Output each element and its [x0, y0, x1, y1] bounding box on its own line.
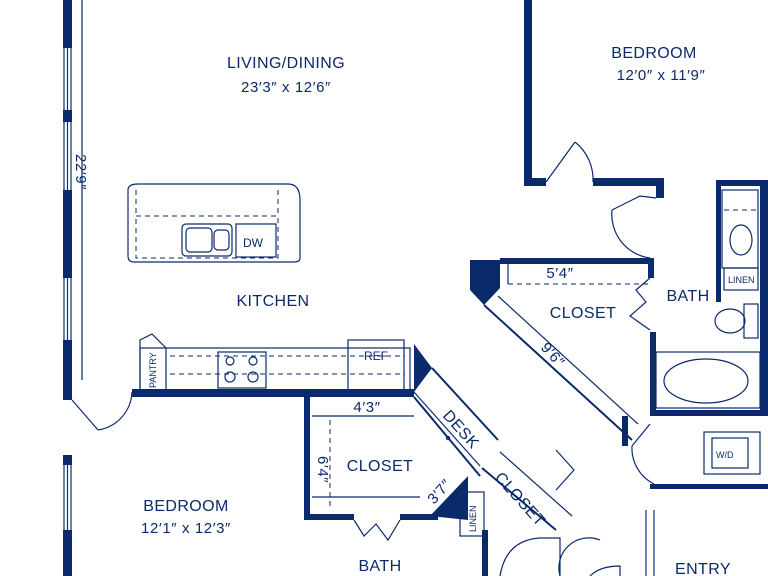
closet-angled-name: CLOSET	[491, 469, 548, 530]
bath-bottom-name: BATH	[358, 558, 401, 575]
window-frames	[63, 48, 72, 530]
dim-closet-left-height: 6′4″	[314, 456, 331, 483]
living-dining-name: LIVING/DINING	[227, 55, 345, 72]
bedroom-top-name: BEDROOM	[611, 45, 696, 62]
refrigerator-label: REF	[364, 349, 388, 363]
closet-left-name: CLOSET	[347, 458, 413, 475]
stove-icon	[217, 351, 267, 389]
door-swing-bedroom-bottom	[71, 391, 133, 431]
bedroom-top-walls	[524, 0, 768, 198]
dim-closet-left-width: 4′3″	[353, 399, 380, 416]
living-dining-dims: 23′3″ x 12′6″	[241, 79, 331, 96]
vanity: LINEN	[721, 189, 759, 291]
door-swing-bath-bottom	[558, 537, 601, 576]
laundry: W/D	[622, 416, 768, 576]
closet-left-bifold-door	[353, 519, 401, 542]
bathtub	[655, 351, 761, 409]
door-swing-closet-angled	[555, 449, 575, 491]
bath-right-walls	[650, 186, 768, 416]
bath-right-name: BATH	[666, 288, 709, 305]
door-swing-entry	[589, 565, 621, 576]
door-swing-laundry	[631, 423, 655, 485]
bedroom-top-dims: 12′0″ x 11′9″	[617, 67, 706, 84]
dim-closet-right-width: 5′4″	[546, 265, 573, 282]
kitchen-name: KITCHEN	[236, 293, 309, 310]
closet-right-walls	[483, 258, 654, 441]
kitchen-pier	[414, 344, 432, 392]
linen-bottom-label: LINEN	[468, 505, 478, 532]
washer-dryer-label: W/D	[716, 450, 734, 460]
door-swing-bath-right	[611, 195, 657, 259]
dishwasher-box	[235, 223, 277, 258]
desk-edge	[431, 367, 499, 441]
closet-bifold-door	[629, 277, 651, 331]
closet-angled-wall	[481, 467, 557, 531]
refrigerator-box	[347, 339, 405, 391]
door-swing-bedroom-top	[545, 141, 594, 183]
linen-right-box	[723, 267, 759, 291]
linen-right-label: LINEN	[728, 275, 755, 285]
kitchen-island: DW	[127, 183, 301, 263]
pantry-label: PANTRY	[148, 352, 158, 388]
toilet-icon	[714, 303, 759, 339]
bedroom-bottom-name: BEDROOM	[143, 498, 228, 515]
vanity-sink-icon	[729, 224, 753, 256]
desk-pier	[430, 476, 468, 520]
closet-right-name: CLOSET	[550, 305, 616, 322]
dim-living-height: 22′9″	[72, 154, 89, 190]
kitchen-counter: PANTRY REF	[132, 333, 414, 397]
dishwasher-label: DW	[243, 236, 264, 250]
closet-pier-top	[470, 260, 500, 305]
desk-inner-edge	[413, 391, 481, 467]
sink-icon	[181, 223, 233, 257]
dim-closet-right-diag: 9′6″	[537, 339, 568, 371]
bedroom-bottom-dims: 12′1″ x 12′3″	[141, 520, 231, 537]
left-exterior-wall	[63, 0, 72, 576]
desk-outlet-icon	[445, 435, 451, 441]
entry-name: ENTRY	[675, 561, 731, 576]
closet-angled-door	[499, 451, 573, 517]
pantry-box	[139, 333, 167, 391]
bath-bottom: LINEN	[459, 491, 601, 576]
